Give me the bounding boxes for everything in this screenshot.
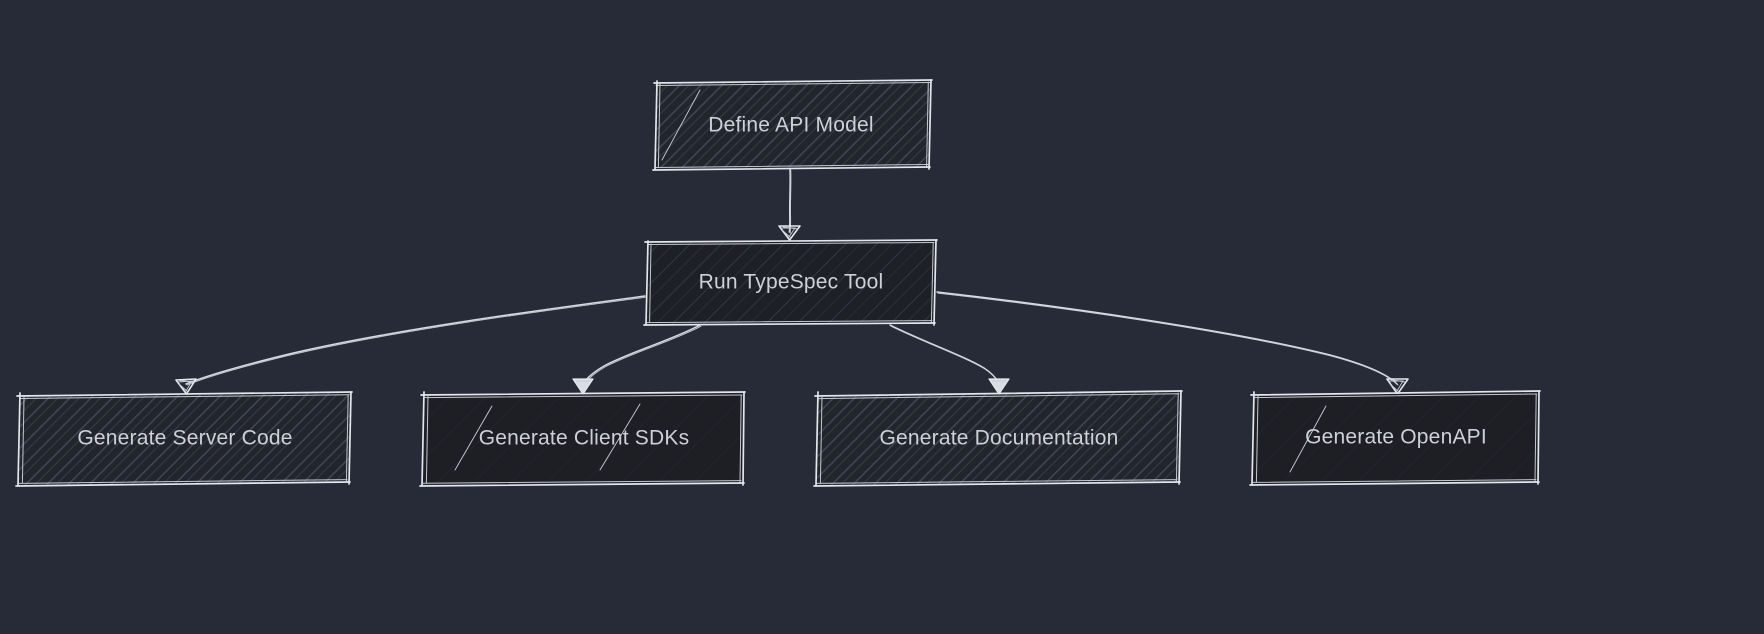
edge-tool-to-openapi (936, 291, 1409, 395)
arrowhead-filled (988, 378, 1010, 395)
node-run-typespec-tool[interactable]: Run TypeSpec Tool (643, 239, 938, 326)
node-label: Generate Client SDKs (479, 427, 690, 450)
arrowhead-filled (572, 378, 594, 395)
node-define-api-model[interactable]: Define API Model (652, 79, 933, 171)
arrowhead-open (1386, 378, 1409, 395)
edge-tool-to-docs (889, 324, 1010, 395)
arrowhead-open (778, 225, 801, 241)
arrowhead-open (175, 378, 197, 395)
node-label: Run TypeSpec Tool (699, 271, 884, 294)
node-label: Generate Documentation (879, 427, 1118, 450)
node-label: Generate OpenAPI (1305, 426, 1487, 449)
node-generate-openapi[interactable]: Generate OpenAPI (1249, 390, 1541, 486)
edge-tool-to-server (175, 295, 647, 395)
edge-model-to-tool (778, 168, 801, 241)
node-label: Generate Server Code (77, 427, 292, 450)
node-generate-client-sdks[interactable]: Generate Client SDKs (419, 391, 746, 487)
node-generate-documentation[interactable]: Generate Documentation (813, 390, 1183, 487)
node-label: Define API Model (708, 114, 873, 137)
edge-tool-to-sdks (572, 324, 702, 395)
node-generate-server-code[interactable]: Generate Server Code (15, 391, 353, 487)
